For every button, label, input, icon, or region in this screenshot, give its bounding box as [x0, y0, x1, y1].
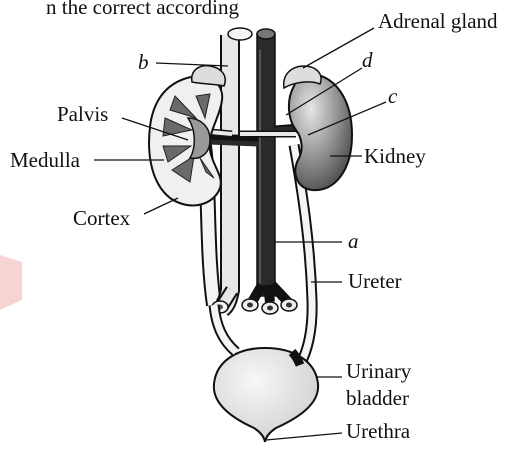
label-medulla: Medulla — [10, 148, 81, 172]
label-d: d — [362, 48, 373, 72]
label-a: a — [348, 229, 359, 253]
label-cortex: Cortex — [73, 206, 131, 230]
leader-urethra — [266, 433, 342, 440]
label-adrenal-gland: Adrenal gland — [378, 9, 498, 33]
label-c: c — [388, 84, 398, 108]
leader-cortex — [144, 198, 178, 214]
label-ureter: Ureter — [348, 269, 402, 293]
label-kidney: Kidney — [364, 144, 426, 168]
watermark-mark — [0, 255, 22, 310]
label-b: b — [138, 50, 149, 74]
leader-b — [156, 63, 228, 66]
label-urethra: Urethra — [346, 419, 411, 443]
iliac-vessels — [242, 285, 297, 314]
header-fragment: n the correct according — [46, 0, 239, 19]
inferior-vena-cava — [257, 29, 275, 296]
label-bladder: bladder — [346, 386, 409, 410]
label-palvis: Palvis — [57, 102, 108, 126]
label-urinary: Urinary — [346, 359, 412, 383]
